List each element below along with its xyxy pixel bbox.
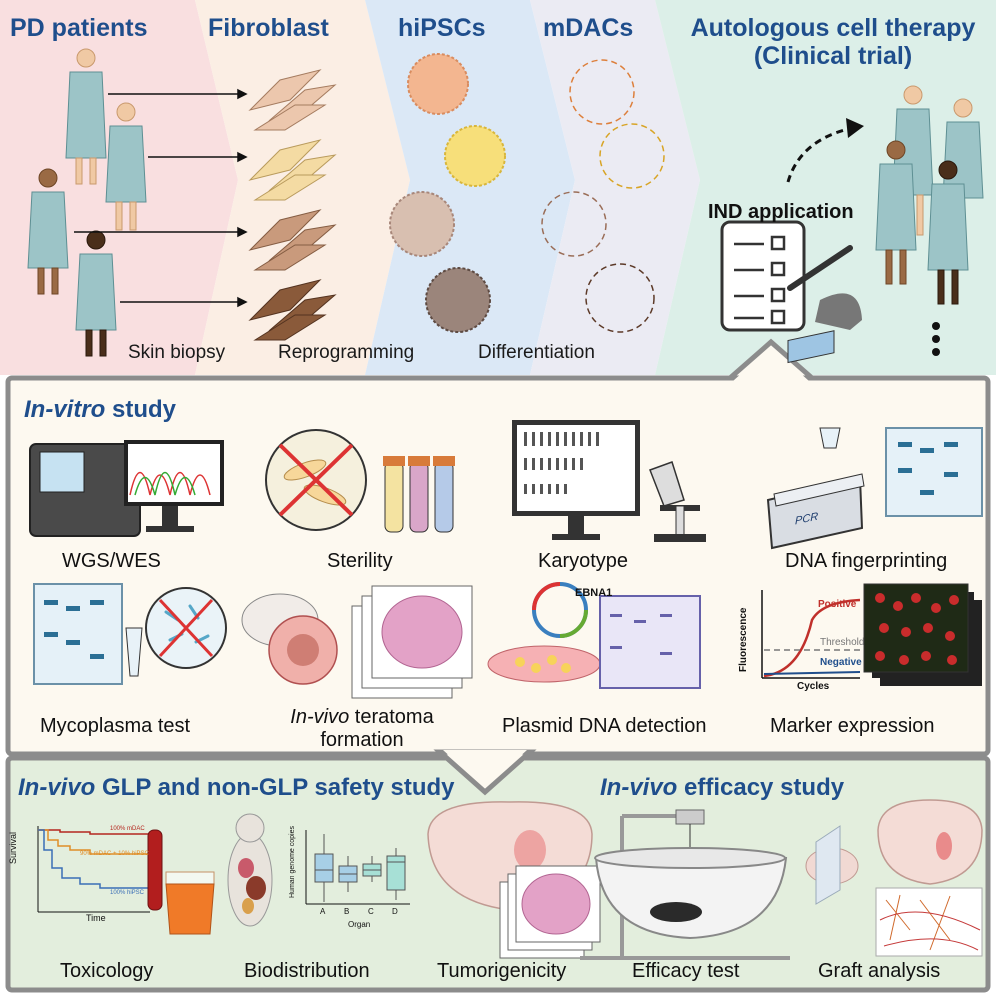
efficacy-section-title: In-vivo efficacy study <box>600 774 844 802</box>
boxplot-cat-b: B <box>344 907 350 916</box>
mycoplasma-gel-icon <box>33 583 227 685</box>
therapy-title-line2: (Clinical trial) <box>753 42 913 70</box>
survival-xlabel: Time <box>86 913 106 923</box>
plasmid-icon <box>487 582 701 689</box>
survival-ylabel: Survival <box>8 831 18 864</box>
series-100-mdac <box>38 829 150 835</box>
threshold-label: Threshold <box>820 637 865 648</box>
sequencer-icon <box>29 440 224 537</box>
series-100-hipsc <box>38 829 150 889</box>
label-marker: Marker expression <box>770 715 935 737</box>
label-dna-fingerprinting: DNA fingerprinting <box>785 550 948 572</box>
patient-figures <box>27 48 147 357</box>
series-90-mdac <box>38 829 150 855</box>
efficacy-title-italic: In-vivo <box>600 774 678 801</box>
boxplot-cat-a: A <box>320 907 326 916</box>
label-tumorigenicity: Tumorigenicity <box>437 960 567 982</box>
in-vitro-title-rest: study <box>105 396 177 423</box>
karyotype-icon <box>512 420 706 542</box>
therapy-title-line1: Autologous cell therapy <box>690 14 976 42</box>
marker-image-stack <box>863 583 982 686</box>
label-wgs: WGS/WES <box>62 550 161 572</box>
pcr-machine-icon <box>766 330 983 550</box>
survival-chart <box>37 826 215 935</box>
biopsy-arrows <box>74 88 248 308</box>
open-field-arena-icon <box>580 809 790 960</box>
negative-line <box>763 671 861 675</box>
ind-application-label: IND application <box>708 201 854 223</box>
positive-label: Positive <box>818 599 857 610</box>
step-skin-biopsy: Skin biopsy <box>128 342 226 363</box>
label-toxicology: Toxicology <box>60 960 154 982</box>
series-label-90-mdac: 90% mDAC + 10% hiPSC <box>80 851 149 857</box>
stage-title-mdacs: mDACs <box>543 14 634 42</box>
negative-label: Negative <box>820 657 862 668</box>
series-label-100-mdac: 100% mDAC <box>110 826 145 832</box>
sterility-icon <box>265 429 455 533</box>
ebna1-label: EBNA1 <box>575 587 613 599</box>
ind-document-icon <box>720 220 862 332</box>
treated-patient-figures <box>875 85 984 305</box>
boxplot-cat-c: C <box>368 907 374 916</box>
label-mycoplasma: Mycoplasma test <box>40 715 191 737</box>
more-patients-dots <box>932 322 940 356</box>
label-sterility: Sterility <box>327 550 393 572</box>
label-biodistribution: Biodistribution <box>244 960 370 982</box>
label-karyotype: Karyotype <box>538 550 629 572</box>
mdac-clusters <box>541 59 665 333</box>
teratoma-italic: In-vivo <box>290 706 350 728</box>
step-reprogramming: Reprogramming <box>278 342 415 363</box>
safety-section-title: In-vivo GLP and non-GLP safety study <box>18 774 455 802</box>
step-differentiation: Differentiation <box>478 342 595 363</box>
stage-title-therapy: Autologous cell therapy (Clinical trial) <box>678 14 988 70</box>
safety-title-italic: In-vivo <box>18 774 96 801</box>
boxplot-chart <box>305 830 410 905</box>
in-vitro-section-title: In-vitro study <box>24 396 176 424</box>
fibroblast-cells <box>248 69 337 341</box>
brain-section-icon <box>427 801 601 959</box>
safety-title-rest: GLP and non-GLP safety study <box>95 774 455 801</box>
teratoma-mouse-icon <box>241 585 473 699</box>
teratoma-line2: formation <box>320 729 404 751</box>
teratoma-rest: teratoma <box>349 706 434 728</box>
mouse-anatomy-icon <box>227 813 273 927</box>
ipsc-colonies <box>389 53 506 333</box>
label-teratoma: In-vivo teratoma formation <box>268 706 456 752</box>
fluorescence-xlabel: Cycles <box>797 681 830 692</box>
label-graft-analysis: Graft analysis <box>818 960 941 982</box>
label-plasmid: Plasmid DNA detection <box>502 715 707 737</box>
boxplot-ylabel: Human genome copies <box>289 826 296 898</box>
dashed-curved-arrow <box>786 118 864 183</box>
efficacy-title-rest: efficacy study <box>677 774 845 801</box>
series-label-100-hipsc: 100% hiPSC <box>110 890 145 896</box>
label-efficacy-test: Efficacy test <box>632 960 740 982</box>
graft-analysis-icon <box>805 799 983 957</box>
stage-title-fibroblast: Fibroblast <box>208 14 329 42</box>
boxplot-cat-d: D <box>392 907 398 916</box>
in-vitro-title-italic: In-vitro <box>24 396 106 423</box>
mdac-bg <box>530 0 700 375</box>
boxplot-xlabel: Organ <box>348 920 371 929</box>
stage-title-hipscs: hiPSCs <box>398 14 486 42</box>
positive-curve <box>763 598 861 678</box>
stage-title-pd-patients: PD patients <box>10 14 148 42</box>
